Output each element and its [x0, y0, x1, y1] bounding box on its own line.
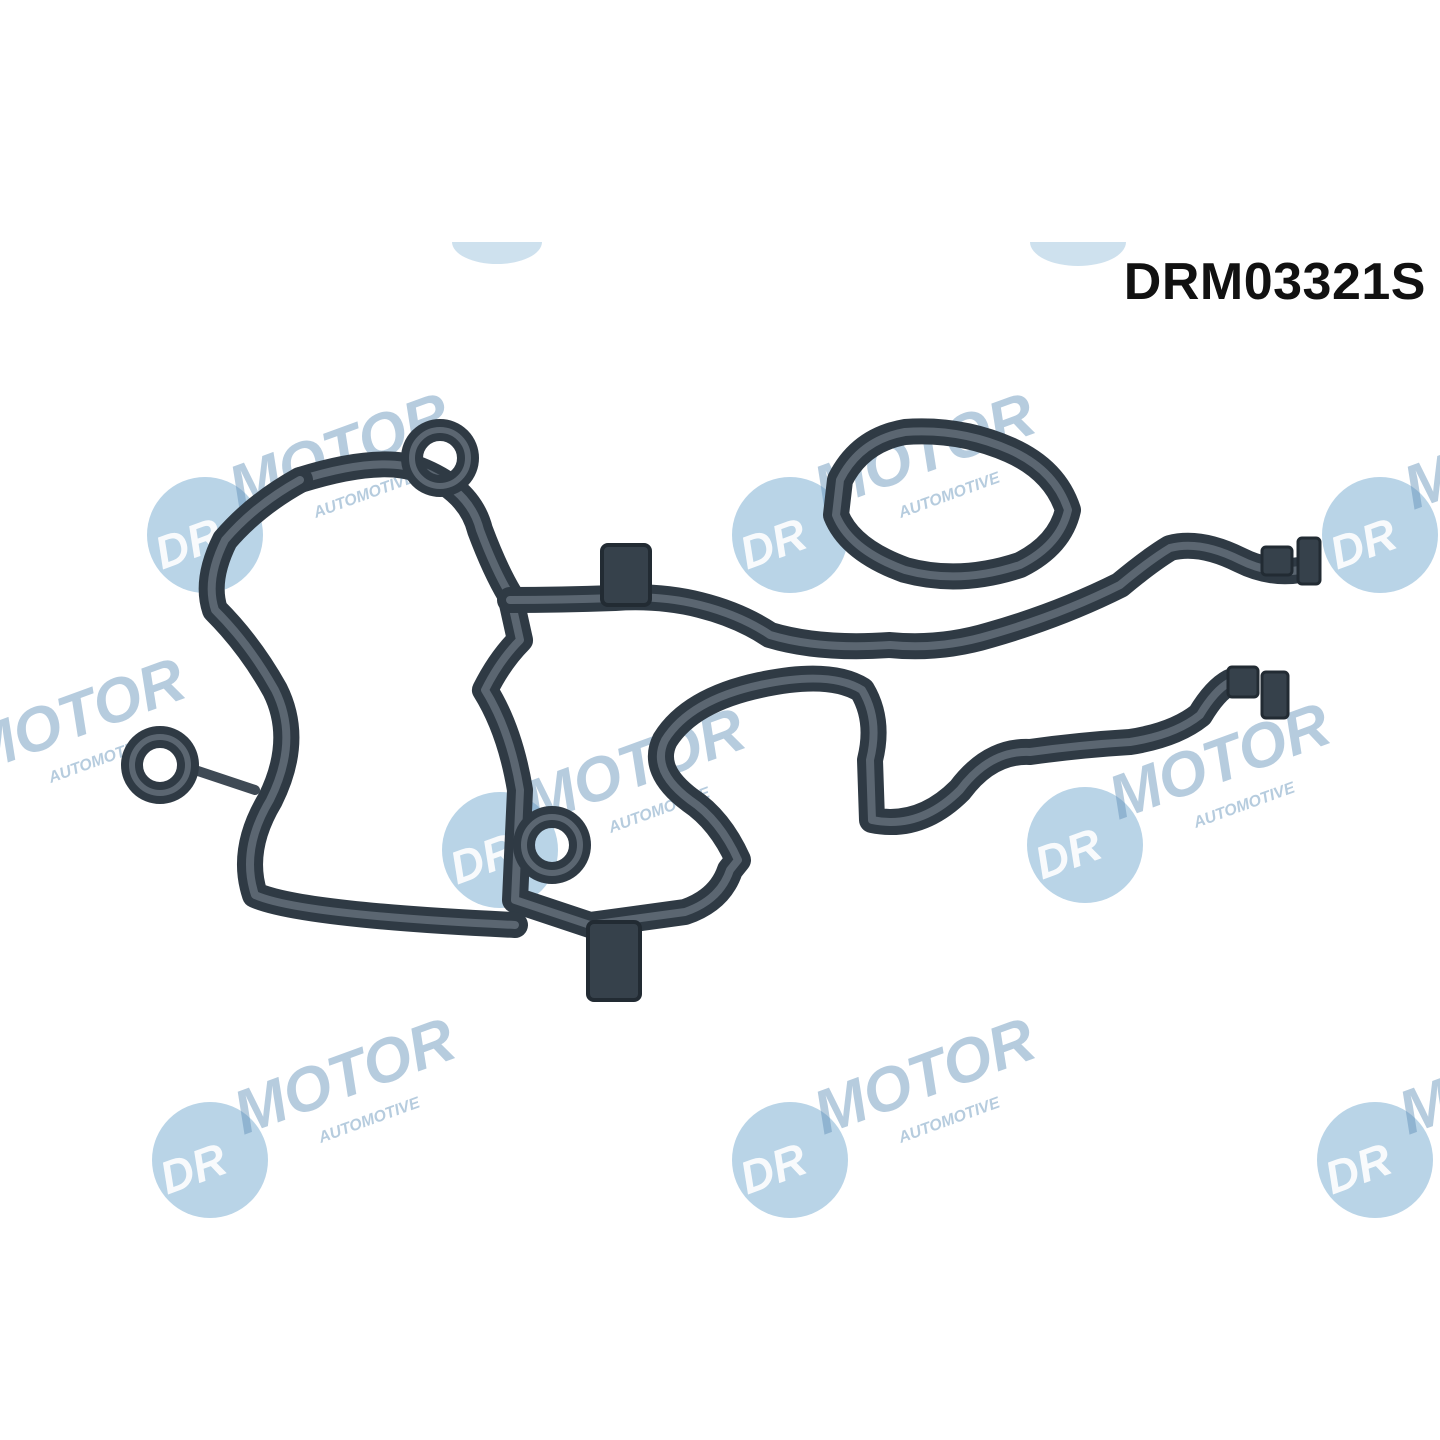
gasket-ring-left — [121, 726, 199, 804]
gasket-tab-lower — [586, 920, 642, 1002]
watermark-partial-top — [452, 242, 1126, 266]
part-number-label: DRM03321S — [1123, 253, 1426, 311]
watermark-logos — [0, 379, 1440, 1218]
gasket-end-clip-upper — [1260, 536, 1322, 586]
gasket-end-clip-lower — [1226, 665, 1290, 720]
gasket-ring-top — [401, 419, 479, 497]
gasket-d-ring — [823, 418, 1081, 590]
gasket-icon — [121, 418, 1322, 1002]
gasket-tab-upper — [600, 543, 652, 607]
gasket-ring-center — [513, 806, 591, 884]
